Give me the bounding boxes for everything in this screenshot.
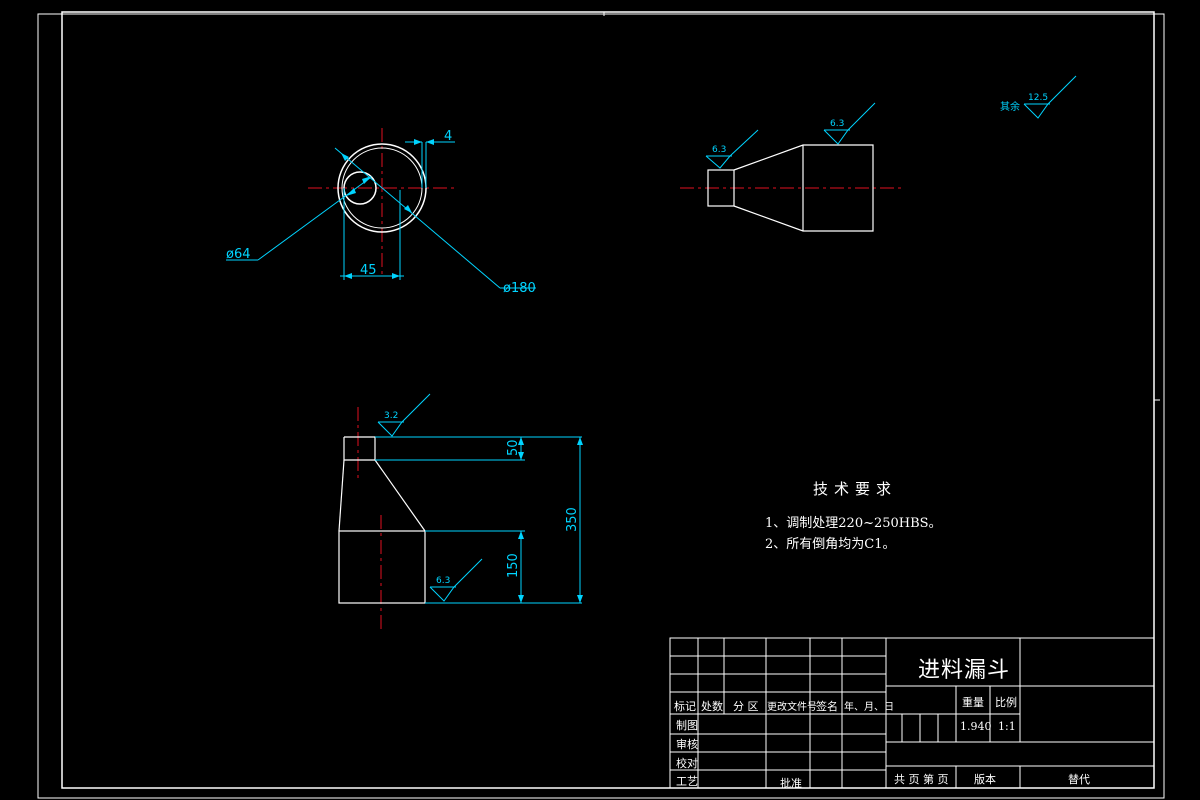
scale-value: 1:1	[998, 720, 1016, 733]
dim-wall-4: 4	[444, 129, 452, 144]
version-label: 版本	[974, 773, 996, 786]
general-roughness: 其余 12.5	[1000, 75, 1077, 119]
roughness-side-right: 6.3	[830, 119, 844, 129]
scale-label: 比例	[995, 696, 1017, 709]
role-proof: 校对	[676, 757, 698, 770]
weight-label: 重量	[962, 696, 984, 709]
dim-total-height: 350	[565, 507, 580, 532]
roughness-front-bottom: 6.3	[436, 576, 450, 586]
replace-label: 替代	[1068, 773, 1090, 786]
role-drawn: 制图	[676, 719, 698, 732]
dim-offset-45: 45	[360, 263, 377, 278]
approve-label: 批准	[780, 777, 802, 790]
header-signature: 签名	[816, 700, 838, 713]
general-roughness-value: 12.5	[1028, 93, 1048, 103]
part-name: 进料漏斗	[918, 658, 1011, 683]
role-check: 审核	[676, 738, 698, 751]
title-block	[669, 637, 1155, 789]
header-change-doc: 更改文件号	[767, 702, 817, 713]
sheet-label: 共 页 第 页	[894, 773, 949, 786]
roughness-side-left: 6.3	[712, 145, 726, 155]
weight-value: 1.940	[960, 720, 992, 733]
dim-small-dia: ø64	[226, 247, 251, 262]
top-view: 4 ø64 45 ø180	[226, 128, 536, 296]
header-count: 处数	[701, 700, 723, 713]
role-process: 工艺	[676, 775, 698, 788]
dim-bottom-height: 150	[506, 553, 521, 578]
header-zone: 分 区	[733, 700, 759, 713]
requirement-item: 2、所有倒角均为C1。	[765, 537, 896, 552]
requirement-item: 1、调制处理220~250HBS。	[765, 516, 942, 531]
front-view: 50 150 350 3.2 6.3	[338, 393, 583, 632]
requirements-title: 技术要求	[813, 480, 898, 498]
header-mark: 标记	[674, 700, 696, 713]
header-date: 年、月、日	[844, 702, 894, 713]
requirements-list: 1、调制处理220~250HBS。 2、所有倒角均为C1。	[765, 513, 942, 555]
dim-top-height: 50	[506, 439, 521, 456]
outer-frame	[37, 13, 1165, 799]
general-roughness-label: 其余	[1000, 100, 1020, 113]
roughness-front-top: 3.2	[384, 411, 398, 421]
dim-large-dia: ø180	[503, 281, 536, 296]
side-view: 6.3 6.3	[680, 102, 902, 232]
